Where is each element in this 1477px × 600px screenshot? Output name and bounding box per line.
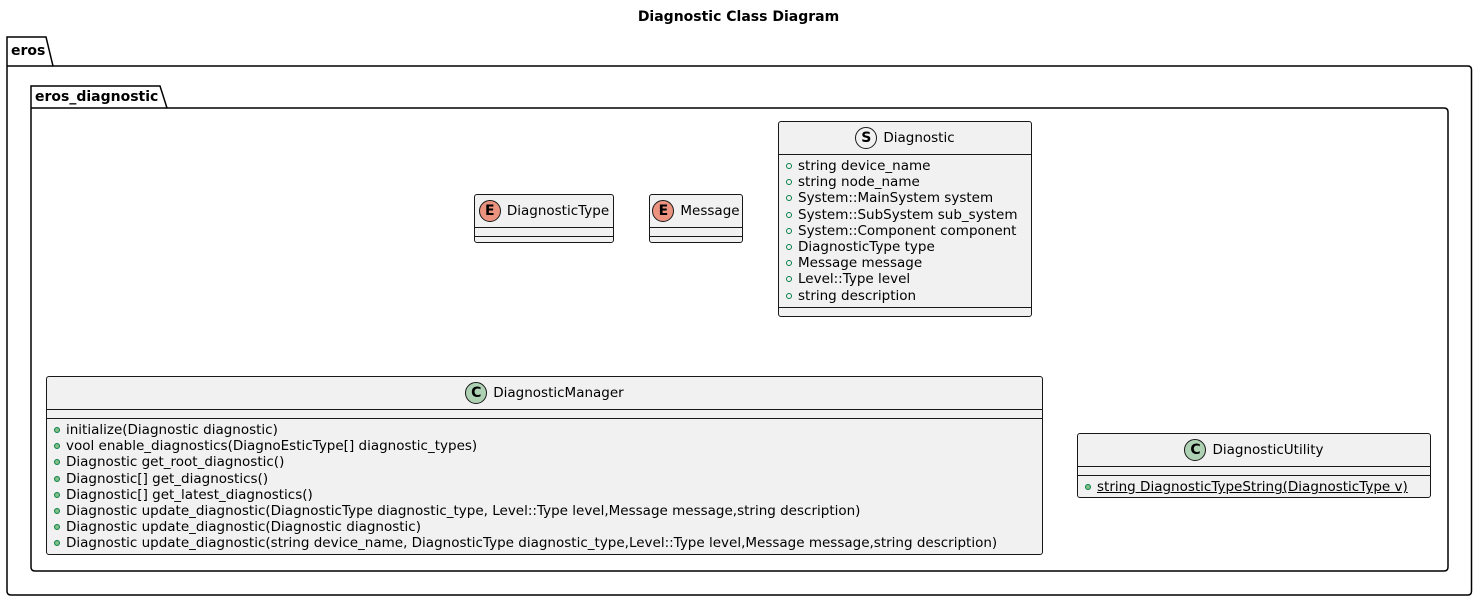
method: vool enable_diagnostics(DiagnoEsticType[… [47,438,1042,454]
field: string node_name [779,174,1031,190]
diagram-title: Diagnostic Class Diagram [637,9,840,25]
class-name: Message [680,203,740,219]
static-method: string DiagnosticTypeString(DiagnosticTy… [1078,479,1430,495]
fields-section [47,410,1042,419]
field: Message message [779,255,1031,271]
package-eros-diagnostic-label: eros_diagnostic [35,89,159,105]
methods-section: initialize(Diagnostic diagnostic) vool e… [47,419,1042,555]
class-name: Diagnostic [883,130,955,146]
class-diagnostic-manager: C DiagnosticManager initialize(Diagnosti… [46,376,1043,555]
field: System::MainSystem system [779,190,1031,206]
method: Diagnostic[] get_diagnostics() [47,471,1042,487]
enum-message: E Message [649,194,743,243]
fields-section [475,228,613,237]
struct-icon: S [855,127,878,149]
class-diagnostic-manager-header: C DiagnosticManager [47,377,1042,410]
class-icon: C [1184,439,1207,461]
enum-diagnostic-type: E DiagnosticType [474,194,614,243]
class-icon: C [465,382,488,404]
fields-section [1078,467,1430,476]
class-name: DiagnosticType [506,203,610,219]
struct-diagnostic: S Diagnostic string device_name string n… [778,121,1032,317]
enum-message-header: E Message [650,195,742,228]
class-diagnostic-utility-header: C DiagnosticUtility [1078,434,1430,467]
methods-section [475,237,613,244]
package-eros-label: eros [11,43,46,59]
field: Level::Type level [779,271,1031,287]
fields-section: string device_name string node_name Syst… [779,155,1031,308]
method: Diagnostic update_diagnostic(Diagnostic … [47,519,1042,535]
field: DiagnosticType type [779,239,1031,255]
enum-icon: E [652,200,675,222]
method: Diagnostic update_diagnostic(DiagnosticT… [47,503,1042,519]
field: System::SubSystem sub_system [779,207,1031,223]
methods-section: string DiagnosticTypeString(DiagnosticTy… [1078,476,1430,498]
field: System::Component component [779,223,1031,239]
method: Diagnostic update_diagnostic(string devi… [47,535,1042,551]
class-name: DiagnosticManager [493,385,624,401]
class-diagnostic-utility: C DiagnosticUtility string DiagnosticTyp… [1077,433,1431,498]
enum-diagnostic-type-header: E DiagnosticType [475,195,613,228]
struct-diagnostic-header: S Diagnostic [779,122,1031,155]
methods-section [650,237,742,244]
method: Diagnostic[] get_latest_diagnostics() [47,487,1042,503]
method: Diagnostic get_root_diagnostic() [47,454,1042,470]
fields-section [650,228,742,237]
enum-icon: E [478,200,501,222]
field: string device_name [779,158,1031,174]
class-name: DiagnosticUtility [1212,442,1324,458]
methods-section [779,308,1031,316]
field: string description [779,288,1031,304]
method: initialize(Diagnostic diagnostic) [47,422,1042,438]
